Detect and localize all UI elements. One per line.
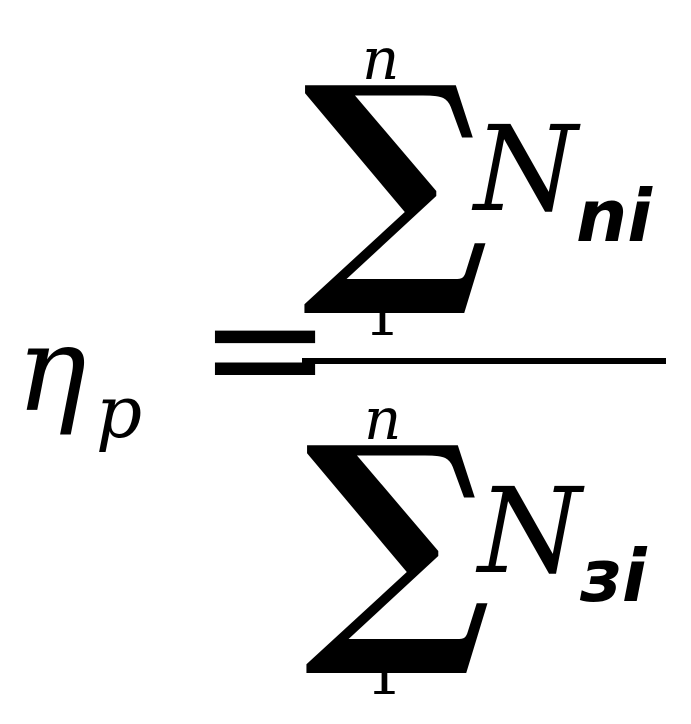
denominator-subscript: зi	[580, 534, 647, 618]
numerator-variable: N	[474, 100, 578, 238]
numerator-subscript: ni	[576, 174, 652, 258]
equals-sign: =	[198, 254, 333, 441]
denominator-sum-symbol: ∑	[304, 390, 493, 684]
denominator-variable: N	[478, 462, 582, 600]
fraction-bar	[302, 358, 666, 364]
eta-symbol: η	[16, 300, 87, 438]
denominator-lower-limit: 1	[366, 640, 403, 708]
numerator-sum-symbol: ∑	[302, 30, 491, 324]
numerator-upper-limit: n	[362, 25, 400, 93]
eta-subscript: p	[96, 370, 143, 454]
denominator-upper-limit: n	[364, 385, 402, 453]
numerator-lower-limit: 1	[364, 281, 401, 349]
